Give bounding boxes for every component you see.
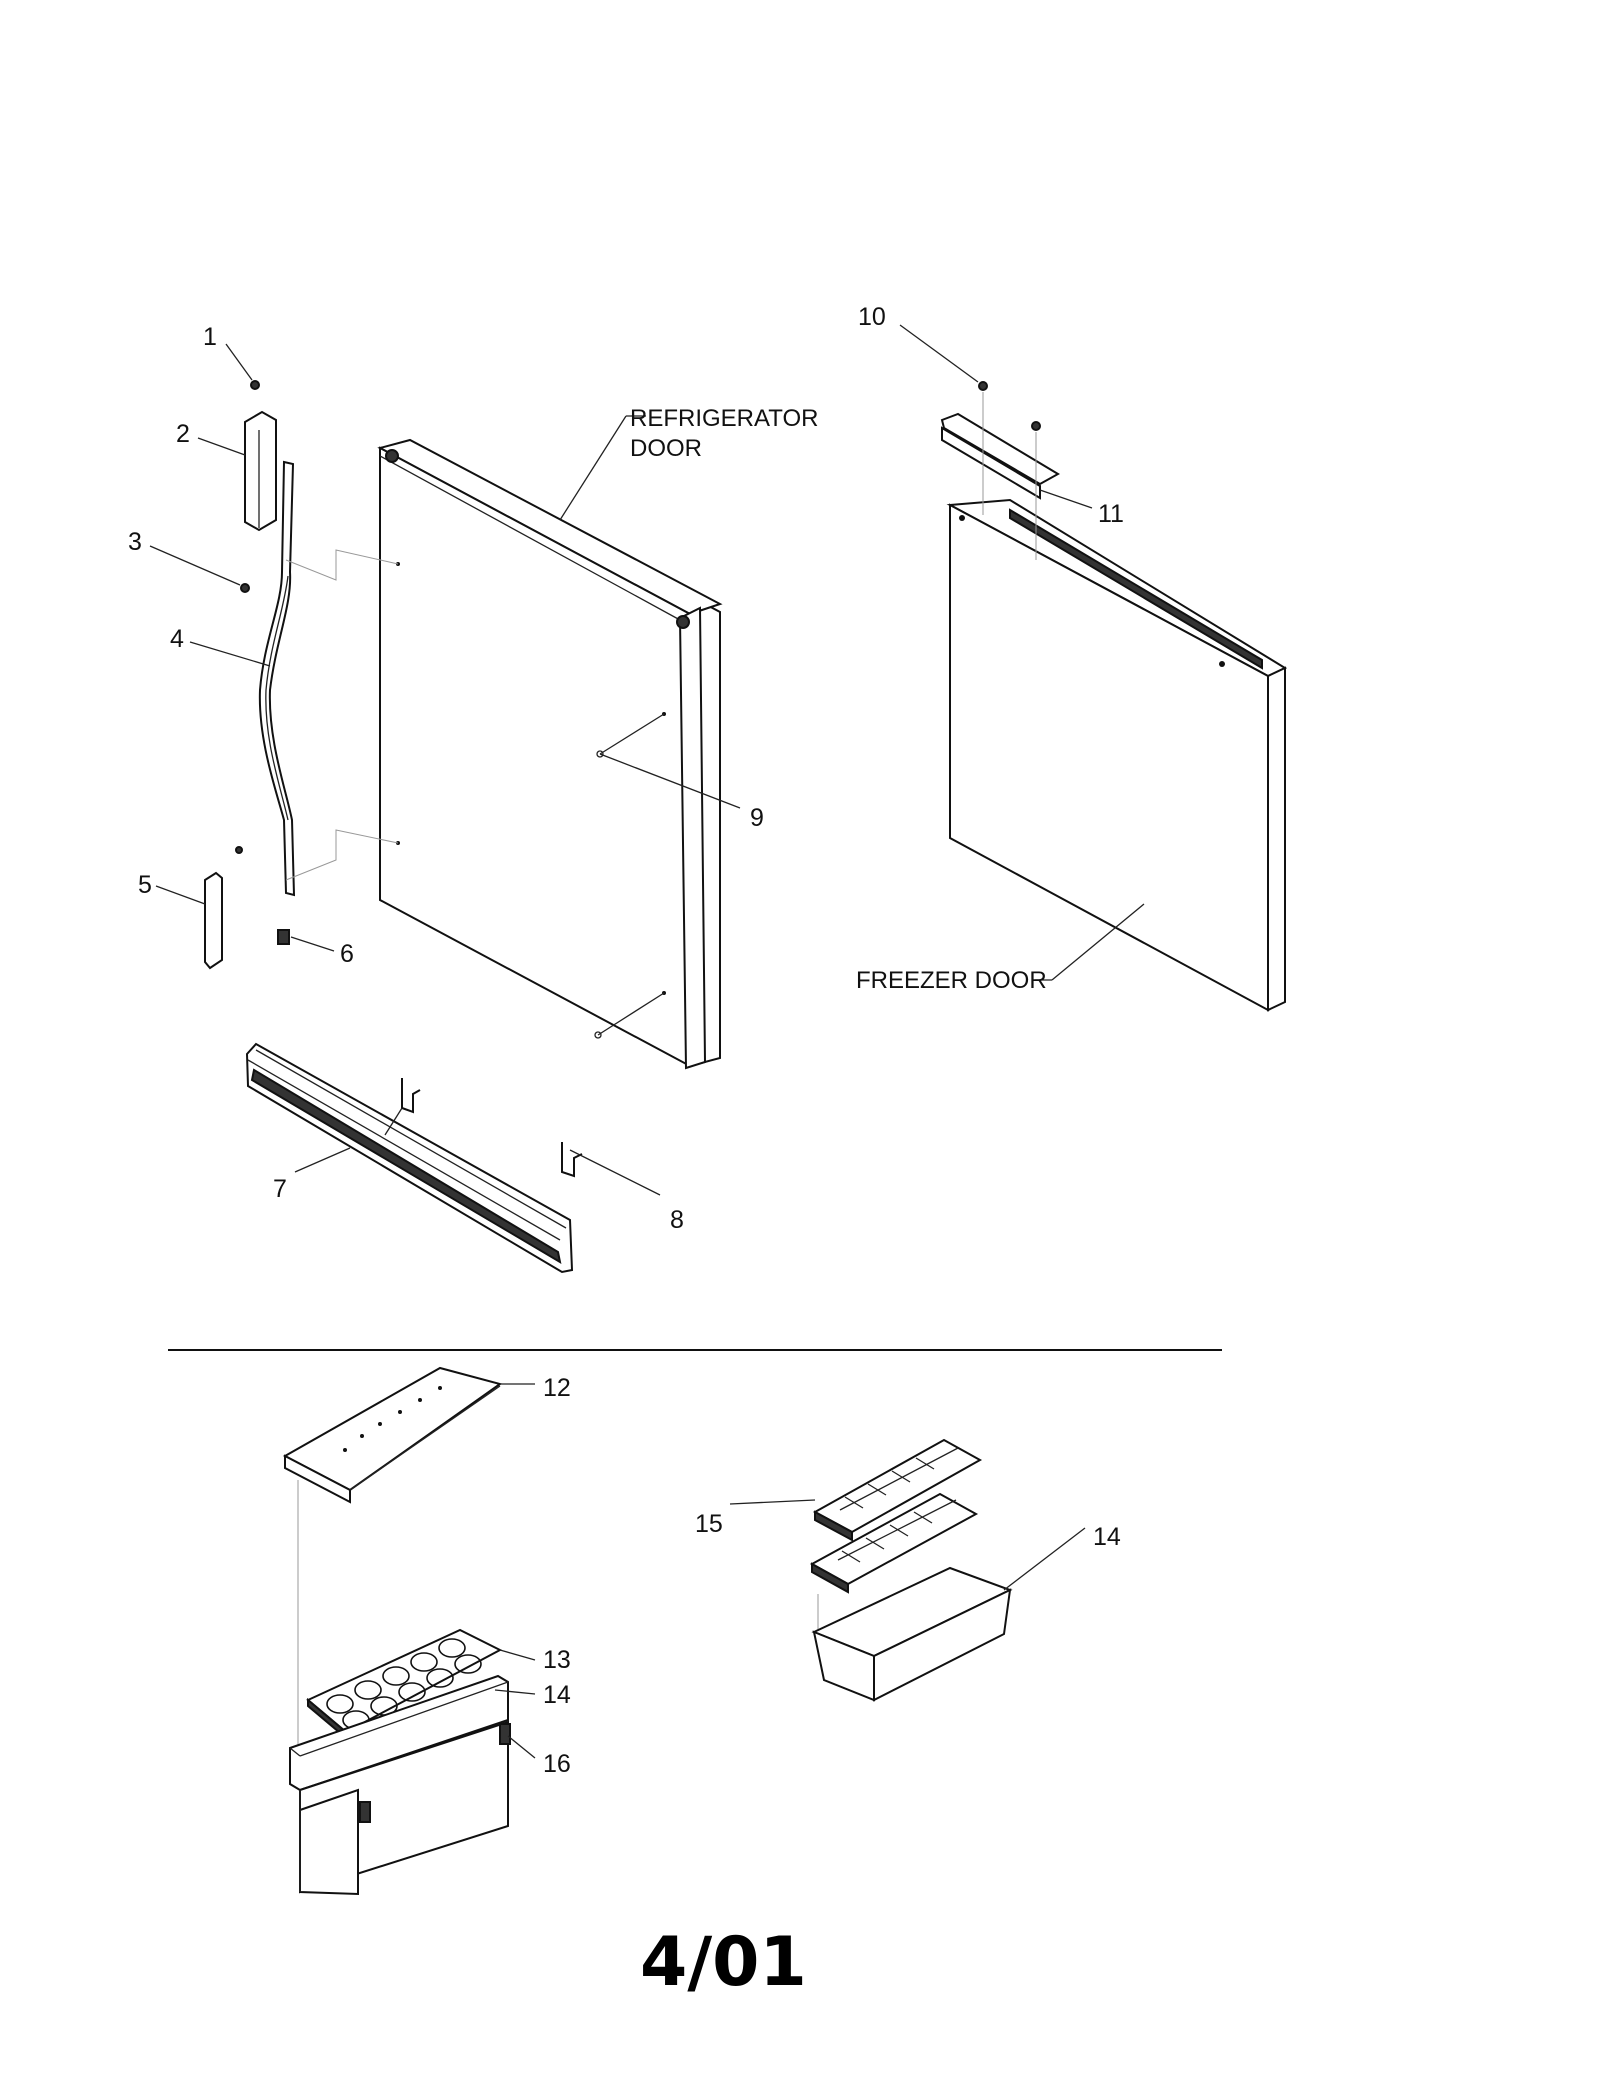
freezer-hinge-cover	[940, 412, 1060, 486]
callout-5: 5	[138, 871, 152, 899]
date-code: 4/01	[640, 1923, 807, 2002]
refrigerator-door	[377, 415, 741, 1070]
callout-1: 1	[203, 323, 217, 351]
freezer-door	[899, 324, 1288, 1012]
callout-3: 3	[128, 528, 142, 556]
freezer-door-label: FREEZER DOOR	[856, 967, 1047, 994]
egg-tray	[306, 1628, 536, 1741]
callout-4: 4	[170, 625, 184, 653]
screw-icon	[240, 583, 250, 593]
ice-trays	[729, 1438, 983, 1640]
base-grille	[245, 1042, 661, 1274]
callout-16: 16	[543, 1750, 571, 1778]
callout-2: 2	[176, 420, 190, 448]
hinge-pin-icon	[385, 449, 399, 463]
callout-14-ice-bin: 14	[1093, 1523, 1121, 1551]
callout-10: 10	[858, 303, 886, 331]
refrigerator-door-label-line2: DOOR	[630, 435, 702, 462]
callout-15: 15	[695, 1510, 723, 1538]
refrigerator-door-label: REFRIGERATOR	[630, 405, 818, 432]
callout-11: 11	[1098, 500, 1124, 528]
door-bin-lower	[299, 1720, 536, 1896]
screw-icon	[1031, 421, 1041, 431]
handle-clip	[277, 929, 290, 945]
handle-end-cap-lower	[204, 871, 223, 970]
callout-7: 7	[273, 1175, 287, 1203]
callout-6: 6	[340, 940, 354, 968]
callout-14-egg-bin: 14	[543, 1681, 571, 1709]
handle-assembly	[149, 343, 399, 970]
ice-bin	[811, 1527, 1086, 1702]
screw-icon	[978, 381, 988, 391]
callout-8: 8	[670, 1206, 684, 1234]
callout-13: 13	[543, 1646, 571, 1674]
handle-end-cap-upper	[244, 410, 277, 532]
handle	[258, 460, 296, 897]
door-bin-upper	[289, 1674, 536, 1792]
hinge-pin-icon	[676, 615, 690, 629]
door-shelf	[282, 1366, 535, 1760]
callout-12: 12	[543, 1374, 571, 1402]
callout-9: 9	[750, 804, 764, 832]
screw-icon	[250, 380, 260, 390]
grille-bracket	[561, 1142, 583, 1178]
grille-bracket	[401, 1078, 421, 1114]
